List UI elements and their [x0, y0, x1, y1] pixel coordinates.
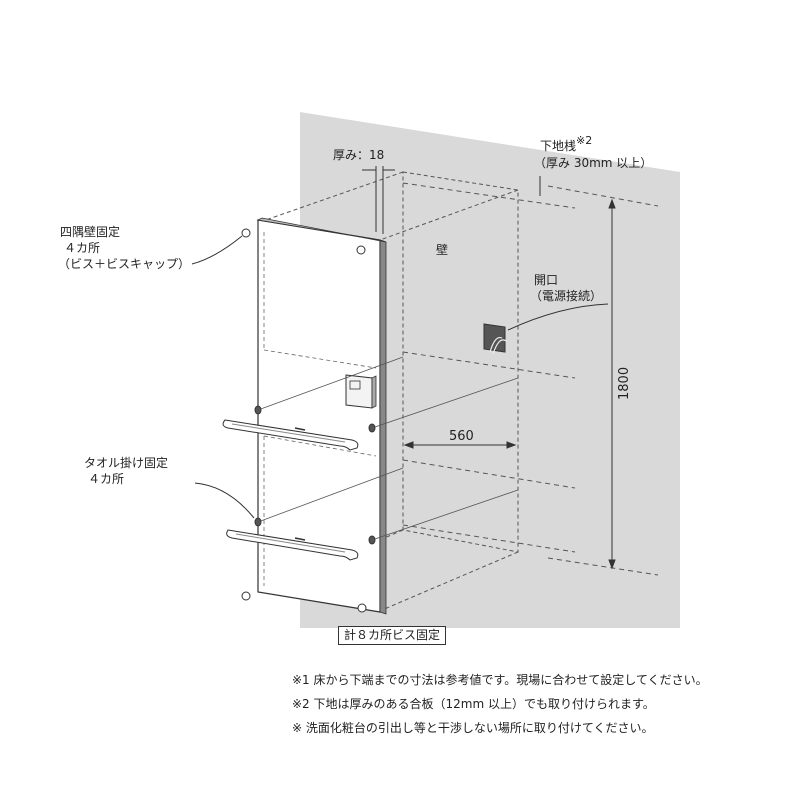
notes: ※1 床から下端までの寸法は参考値です。現場に合わせて設定してください。 ※2 …	[292, 668, 708, 740]
corner-fix-detail: （ビス＋ビスキャップ）	[58, 257, 191, 271]
dimension-560	[403, 441, 517, 449]
dimension-560-label: 560	[449, 429, 474, 444]
fixing-lines	[257, 356, 519, 541]
furring-note-mark: ※2	[576, 134, 593, 147]
furring-title: 下地桟※2	[540, 134, 592, 154]
total-fix-label: 計８カ所ビス固定	[338, 626, 447, 645]
dimension-1800-label: 1800	[617, 366, 632, 400]
screw-points	[241, 228, 376, 613]
furring-title-text: 下地桟	[540, 139, 577, 153]
towel-bar-upper	[222, 419, 359, 451]
furring-strips	[402, 182, 659, 576]
mirror-panel	[256, 217, 387, 615]
corner-fix-title: 四隅壁固定	[60, 225, 121, 239]
furring-sub: （厚み 30mm 以上）	[534, 156, 653, 170]
wall-surface	[300, 112, 680, 628]
note-2: ※2 下地は厚みのある合板（12mm 以上）でも取り付けられます。	[292, 697, 655, 711]
towel-fix-count: ４カ所	[88, 472, 125, 486]
note-1: ※1 床から下端までの寸法は参考値です。現場に合わせて設定してください。	[292, 673, 708, 687]
towel-bar-lower	[226, 529, 359, 561]
thickness-indicator	[362, 166, 395, 234]
thickness-label: 厚み：18	[333, 148, 385, 162]
leader-lines	[191, 176, 609, 519]
note-3: ※ 洗面化粧台の引出し等と干渉しない場所に取り付けてください。	[292, 721, 654, 735]
outlet-opening	[483, 323, 507, 355]
dimension-1800	[608, 198, 616, 570]
control-unit	[345, 374, 377, 409]
corner-fix-count: ４カ所	[64, 241, 101, 255]
opening-sub: （電源接続）	[530, 289, 603, 303]
wall-label: 壁	[436, 243, 449, 257]
towel-fix-title: タオル掛け固定	[84, 456, 169, 470]
opening-title: 開口	[534, 273, 559, 287]
